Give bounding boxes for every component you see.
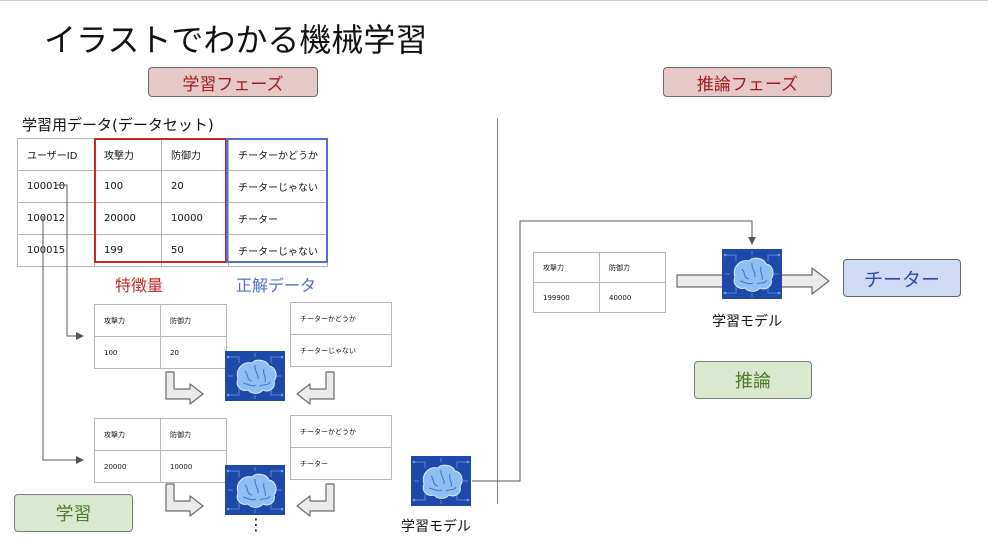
example-features-table: 攻撃力 防御力 20000 10000 <box>94 418 227 483</box>
inference-input-table: 攻撃力 防御力 199900 40000 <box>533 252 666 313</box>
inference-model-label: 学習モデル <box>712 314 782 330</box>
learning-phase-badge: 学習フェーズ <box>148 67 318 97</box>
example-answer-table: チーターかどうか チーター <box>290 415 392 480</box>
table-header-row: 攻撃力 防御力 <box>94 418 227 451</box>
table-cell: 100015 <box>17 234 95 267</box>
table-row: 100015 199 50 チーターじゃない <box>17 234 328 267</box>
inference-tag: 推論 <box>694 361 812 399</box>
example-features-table: 攻撃力 防御力 100 20 <box>94 304 227 369</box>
table-header-row: 攻撃力 防御力 <box>533 252 666 283</box>
page-title: イラストでわかる機械学習 <box>44 21 428 59</box>
brain-chip-icon <box>224 464 286 516</box>
elbow-left-arrow-icon <box>296 371 335 405</box>
brain-chip-icon <box>224 350 286 402</box>
answer-label: 正解データ <box>236 276 317 295</box>
table-row: 100 20 <box>94 336 227 369</box>
table-cell: チーター <box>228 202 328 235</box>
feature-label: 特徴量 <box>115 276 164 295</box>
example-answer-table: チーターかどうか チーターじゃない <box>290 302 392 367</box>
table-cell: 攻撃力 <box>533 252 600 283</box>
table-row: チーター <box>290 447 392 480</box>
phase-divider <box>497 118 498 504</box>
table-cell: 20 <box>160 336 227 369</box>
table-cell: 攻撃力 <box>94 418 161 451</box>
inference-phase-badge: 推論フェーズ <box>663 67 832 97</box>
table-cell: 防御力 <box>160 418 227 451</box>
elbow-right-arrow-icon <box>165 483 204 517</box>
table-cell: 10000 <box>160 450 227 483</box>
model-to-inference-connector <box>472 220 756 482</box>
answer-highlight-box <box>226 138 328 263</box>
trained-model-label: 学習モデル <box>401 519 471 535</box>
header-is-cheater: チーターかどうか <box>228 138 328 171</box>
dataset-caption: 学習用データ(データセット) <box>22 116 214 134</box>
elbow-right-arrow-icon <box>165 371 204 405</box>
table-cell: 100 <box>94 336 161 369</box>
table-row: 20000 10000 <box>94 450 227 483</box>
brain-chip-icon <box>721 248 783 300</box>
table-row: 199900 40000 <box>533 282 666 313</box>
top-divider <box>0 0 988 1</box>
elbow-left-arrow-icon <box>296 483 335 517</box>
table-cell: 20000 <box>94 450 161 483</box>
table-cell: チーターじゃない <box>290 334 392 367</box>
inference-result-badge: チーター <box>843 259 961 297</box>
learning-tag: 学習 <box>14 494 133 532</box>
table-cell: 100012 <box>17 202 95 235</box>
brain-chip-icon <box>410 455 472 507</box>
table-cell: チーター <box>290 447 392 480</box>
table-row: チーターじゃない <box>290 334 392 367</box>
table-cell: 40000 <box>599 282 666 313</box>
dataset-to-example-connectors <box>42 184 84 464</box>
table-cell: 100010 <box>17 170 95 203</box>
